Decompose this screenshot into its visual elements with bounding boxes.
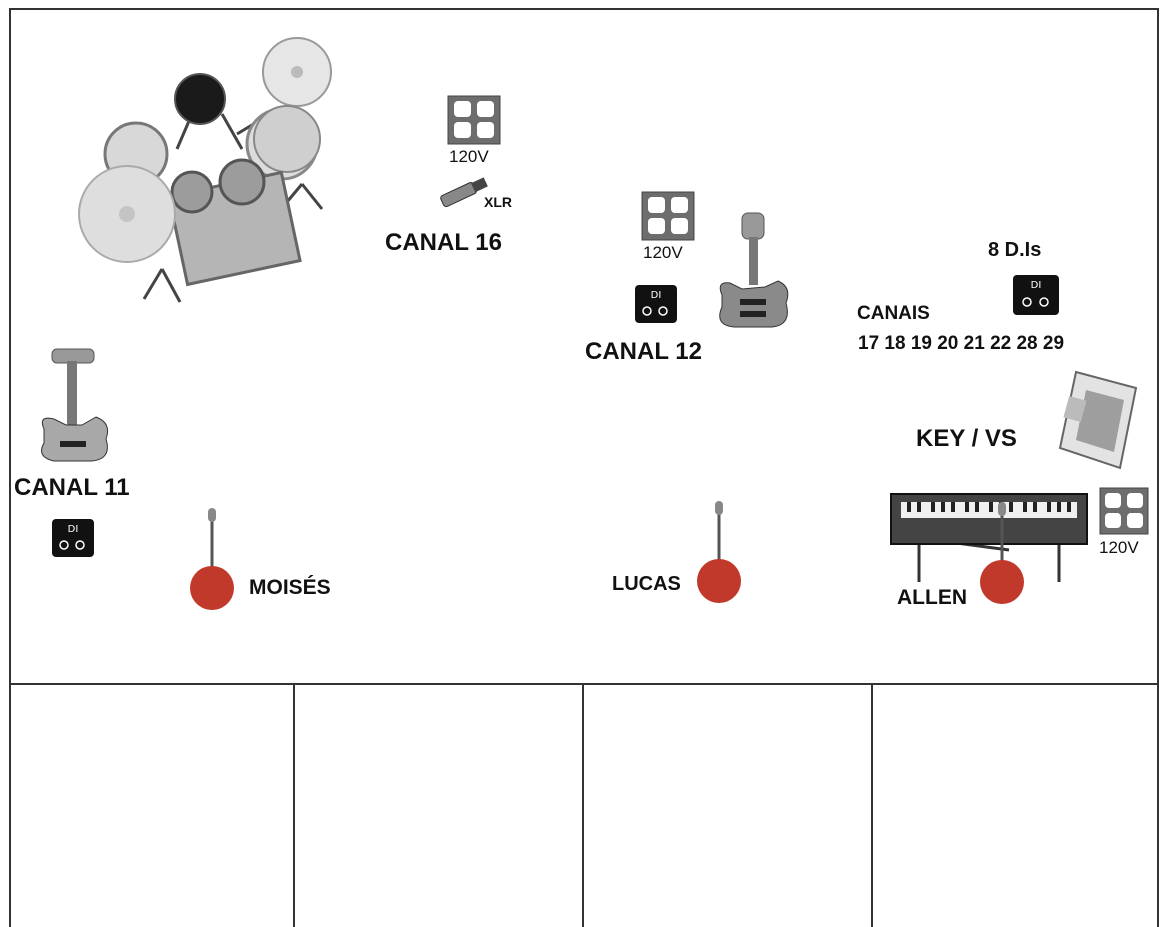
bass-guitar-icon <box>41 348 109 462</box>
svg-text:DI: DI <box>68 524 79 535</box>
outlet-voltage-label: 120V <box>1099 538 1139 557</box>
mic-stand-icon <box>980 502 1024 604</box>
di-channel-list: 17 18 19 20 21 22 28 29 <box>858 333 1065 354</box>
drum-kit-icon <box>78 37 332 303</box>
keyboard-icon <box>890 493 1088 582</box>
vocalist-lucas-label: LUCAS <box>612 573 681 595</box>
xlr-connector-icon <box>440 177 488 208</box>
svg-text:DI: DI <box>651 290 662 301</box>
xlr-label: XLR <box>484 194 512 210</box>
di-box-icon: DI <box>1013 275 1059 315</box>
power-outlet-icon <box>1099 487 1149 535</box>
grid-divider <box>582 685 584 927</box>
outlet-voltage-label: 120V <box>449 147 489 166</box>
mic-stand-icon <box>697 501 741 603</box>
vocalist-allen-label: ALLEN <box>897 586 967 609</box>
canais-label: CANAIS <box>857 303 930 324</box>
key-vs-label: KEY / VS <box>916 425 1017 452</box>
svg-text:DI: DI <box>1031 280 1042 291</box>
power-outlet-icon <box>447 95 501 145</box>
mic-stand-icon <box>190 508 234 610</box>
laptop-icon <box>1058 370 1138 470</box>
bottom-grid <box>9 685 1159 927</box>
outlet-voltage-label: 120V <box>643 243 683 262</box>
stage-plot-area <box>9 8 1159 685</box>
grid-divider <box>293 685 295 927</box>
vocalist-moises-label: MOISÉS <box>249 576 331 599</box>
electric-guitar-icon <box>719 212 789 328</box>
di-box-icon: DI <box>635 285 677 323</box>
di-box-icon: DI <box>52 519 94 557</box>
canal-11-label: CANAL 11 <box>14 474 130 501</box>
power-outlet-icon <box>641 191 695 241</box>
canal-16-label: CANAL 16 <box>385 229 502 256</box>
canal-12-label: CANAL 12 <box>585 338 702 365</box>
di-count-label: 8 D.Is <box>988 239 1042 261</box>
grid-divider <box>871 685 873 927</box>
